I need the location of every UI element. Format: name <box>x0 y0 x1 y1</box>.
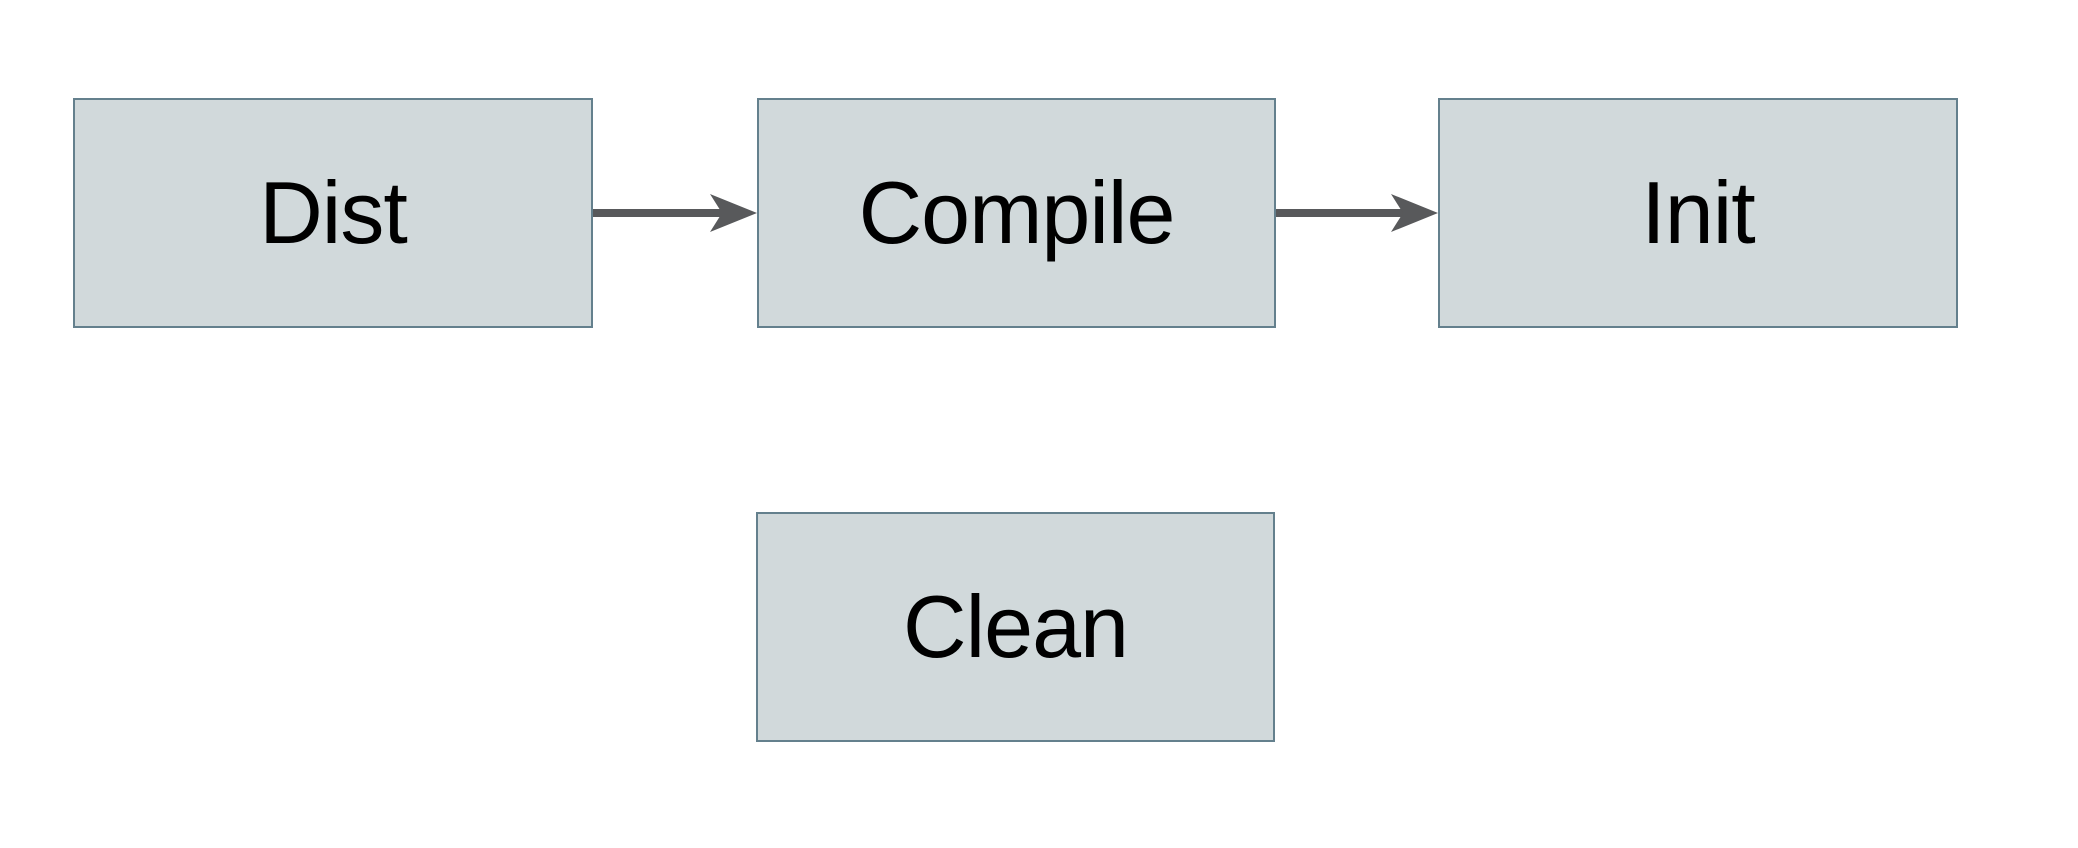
arrowhead-icon <box>1391 194 1438 232</box>
connector-compile-to-init <box>1276 194 1438 232</box>
node-clean-label: Clean <box>903 577 1129 676</box>
node-dist-label: Dist <box>259 163 408 262</box>
node-init-label: Init <box>1641 163 1755 262</box>
node-dist: Dist <box>73 98 593 328</box>
node-clean: Clean <box>756 512 1275 742</box>
arrowhead-icon <box>710 194 757 232</box>
node-init: Init <box>1438 98 1958 328</box>
node-compile: Compile <box>757 98 1276 328</box>
node-compile-label: Compile <box>858 163 1176 262</box>
connector-dist-to-compile <box>593 194 757 232</box>
